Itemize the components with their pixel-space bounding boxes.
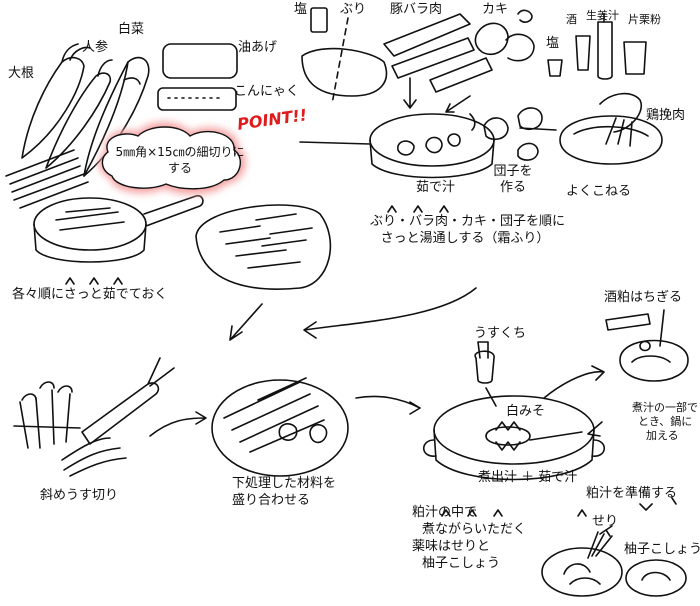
seasonings-icon [547,13,647,80]
label-buri: ぶり [340,2,367,17]
negi-icon [61,357,175,477]
label-arrange-1: 下処理した材料を [232,476,337,491]
label-yudejiru: 茹で汁 [416,180,456,195]
oyster-icon [474,9,535,62]
label-shio-1: 塩 [294,2,308,17]
label-ninjin: 人参 [82,40,109,55]
enoki-icon [13,381,81,449]
label-yuzu: 柚子こしょう [624,542,700,557]
label-dango: 団子を作る [493,164,533,195]
label-part-3: 加える [646,429,679,442]
label-simmer-4: 柚子こしょう [422,556,501,571]
seri-plate-icon [541,525,623,597]
salt-shaker-icon [310,7,328,33]
label-part-2: とき、鍋に [638,415,693,428]
buri-icon [301,17,388,105]
yuzu-kosho-plate-icon [625,559,687,597]
label-konnyaku: こんにゃく [234,84,300,99]
frying-pan-icon [33,194,204,263]
label-arrange-2: 盛り合わせる [232,493,311,508]
label-simmer-2: 煮ながらいただく [422,522,527,537]
label-shio-2: 塩 [546,36,560,51]
label-blanch-2: さっと湯通しする（霜ふり） [380,231,550,246]
label-prepare: 粕汁を準備する [586,486,678,501]
pork-icon [383,13,493,93]
hot-pot-icon [422,395,606,481]
label-sake: 酒 [566,13,577,26]
label-simmer-1: 粕汁の中で [412,505,478,520]
daikon-icon [21,43,91,159]
label-daikon: 大根 [8,66,35,81]
point-cloud [101,126,242,190]
label-slice: 斜めうす切り [40,488,119,503]
label-kaki: カキ [482,2,509,17]
label-pork: 豚バラ肉 [390,2,443,17]
strips-icon [5,149,89,209]
konnyaku-icon [157,87,237,111]
label-katakuri: 片栗粉 [628,13,661,26]
label-part-1: 煮汁の一部で [632,401,698,414]
label-simmer-3: 薬味はせりと [412,539,491,554]
platter-icon [211,377,349,477]
label-broth: 煮出汁 ＋ 茹で汁 [478,470,578,485]
usukuchi-bottle-icon [474,341,497,407]
aburaage-icon [162,43,238,79]
carrot-icon [45,59,113,169]
label-knead: よくこねる [566,184,632,199]
sakekasu-bowl-icon [605,309,689,382]
label-boil-each: 各々順にさっと茹でておく [12,287,168,302]
label-chicken: 鶏挽肉 [646,108,686,123]
plate-icon [195,204,332,290]
label-blanch-1: ぶり・バラ肉・カキ・団子を順に [370,214,566,229]
label-usukuchi: うすくち [474,326,527,341]
label-sakekasu: 酒粕はちぎる [604,290,683,305]
cut-note: 5㎜角×15㎝の細切りにする [115,145,245,175]
label-seri: せり [592,514,619,529]
mixing-bowl-icon [559,92,663,165]
blanching-pot-icon [299,113,495,179]
label-ginger: 生姜汁 [586,9,619,22]
label-shiromiso: 白みそ [506,404,546,419]
label-aburaage: 油あげ [238,40,278,55]
label-hakusai: 白菜 [118,22,145,37]
